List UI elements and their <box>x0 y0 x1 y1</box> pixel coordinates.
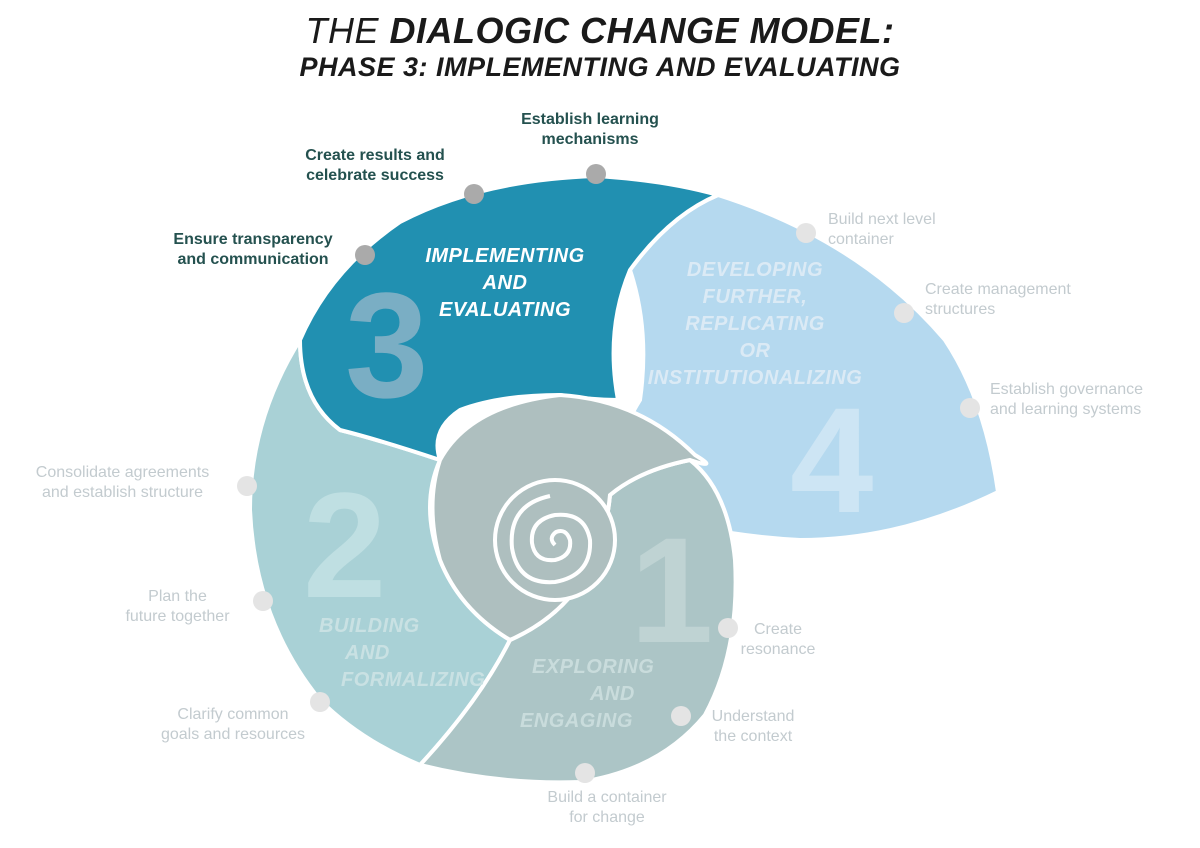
step-build-container: Build a container for change <box>527 788 687 828</box>
phase-2-name-line: BUILDING <box>319 615 420 637</box>
step-line: future together <box>125 608 230 625</box>
phase-2-number: 2 <box>303 461 387 629</box>
phase-4-name-line: OR <box>739 340 771 362</box>
phase-4-name: DEVELOPING FURTHER, REPLICATING OR INSTI… <box>640 257 870 392</box>
step-clarify-goals: Clarify common goals and resources <box>143 705 323 745</box>
phase-4-name-line: INSTITUTIONALIZING <box>647 367 863 389</box>
phase-3-name-line: AND <box>482 272 528 294</box>
step-line: for change <box>569 809 645 826</box>
phase-2-name-line: FORMALIZING <box>341 669 486 691</box>
phase-3-name: IMPLEMENTING AND EVALUATING <box>405 243 605 324</box>
step-line: structures <box>925 301 996 318</box>
step-understand-context: Understand the context <box>698 707 808 747</box>
phase-4-name-line: DEVELOPING <box>686 259 824 281</box>
marker-create-management[interactable] <box>894 303 914 323</box>
step-line: Create results and <box>305 147 445 164</box>
marker-build-next-level[interactable] <box>796 223 816 243</box>
subtitle-phase: PHASE 3 <box>299 52 419 82</box>
marker-establish-learning[interactable] <box>586 164 606 184</box>
marker-establish-governance[interactable] <box>960 398 980 418</box>
marker-create-resonance[interactable] <box>718 618 738 638</box>
step-markers <box>237 164 980 783</box>
marker-clarify-goals[interactable] <box>310 692 330 712</box>
step-line: Establish learning <box>521 111 659 128</box>
step-consolidate: Consolidate agreements and establish str… <box>15 463 230 503</box>
marker-plan-future[interactable] <box>253 591 273 611</box>
phase-2-name: BUILDING AND FORMALIZING <box>305 613 495 694</box>
step-line: and establish structure <box>42 484 203 501</box>
marker-consolidate[interactable] <box>237 476 257 496</box>
diagram-subtitle: PHASE 3: IMPLEMENTING AND EVALUATING <box>0 52 1200 83</box>
phase-4-number: 4 <box>790 376 874 544</box>
marker-understand-context[interactable] <box>671 706 691 726</box>
phase-1-name: EXPLORING AND ENGAGING <box>510 654 660 735</box>
phase-1-name-line: ENGAGING <box>520 710 633 732</box>
step-line: celebrate success <box>306 167 444 184</box>
step-line: Build next level <box>828 211 936 228</box>
step-line: and communication <box>177 251 329 268</box>
step-line: resonance <box>740 641 816 658</box>
step-line: Build a container <box>547 789 667 806</box>
step-line: the context <box>713 728 793 745</box>
title-main: DIALOGIC CHANGE MODEL: <box>389 10 895 51</box>
step-create-resonance: Create resonance <box>728 620 828 660</box>
step-line: and learning systems <box>990 401 1142 418</box>
phase-4-name-line: REPLICATING <box>685 313 825 335</box>
marker-build-container[interactable] <box>575 763 595 783</box>
step-line: Understand <box>711 708 795 725</box>
phase-1-name-line: EXPLORING <box>532 656 655 678</box>
step-line: Create management <box>925 281 1071 298</box>
step-line: goals and resources <box>160 726 306 743</box>
diagram-title: THE DIALOGIC CHANGE MODEL: <box>0 10 1200 52</box>
step-line: container <box>828 231 894 248</box>
step-line: Plan the <box>148 588 207 605</box>
step-line: Establish governance <box>990 381 1143 398</box>
step-establish-learning: Establish learning mechanisms <box>500 110 680 150</box>
phase-1-name-line: AND <box>590 683 635 705</box>
step-build-next-level: Build next level container <box>828 210 968 250</box>
step-create-results: Create results and celebrate success <box>285 146 465 186</box>
phase-3-name-line: IMPLEMENTING <box>425 245 585 267</box>
phase-4-name-line: FURTHER, <box>702 286 808 308</box>
step-plan-future: Plan the future together <box>100 587 255 627</box>
phase-4-segment <box>597 192 1001 543</box>
step-line: Clarify common <box>177 706 289 723</box>
marker-create-results[interactable] <box>464 184 484 204</box>
step-line: Ensure transparency <box>173 231 333 248</box>
subtitle-name: : IMPLEMENTING AND EVALUATING <box>418 52 901 82</box>
title-prefix: THE <box>305 10 390 51</box>
marker-ensure-transparency[interactable] <box>355 245 375 265</box>
phase-1-number: 1 <box>630 506 714 674</box>
phase-3-name-line: EVALUATING <box>438 299 572 321</box>
step-line: Consolidate agreements <box>35 464 210 481</box>
phase-3-number: 3 <box>345 261 429 429</box>
step-line: Create <box>753 621 803 638</box>
step-create-management: Create management structures <box>925 280 1105 320</box>
phase-2-name-line: AND <box>345 642 390 664</box>
spiral-curl <box>509 494 593 585</box>
step-ensure-transparency: Ensure transparency and communication <box>158 230 348 270</box>
step-line: mechanisms <box>541 131 639 148</box>
step-establish-governance: Establish governance and learning system… <box>990 380 1185 420</box>
